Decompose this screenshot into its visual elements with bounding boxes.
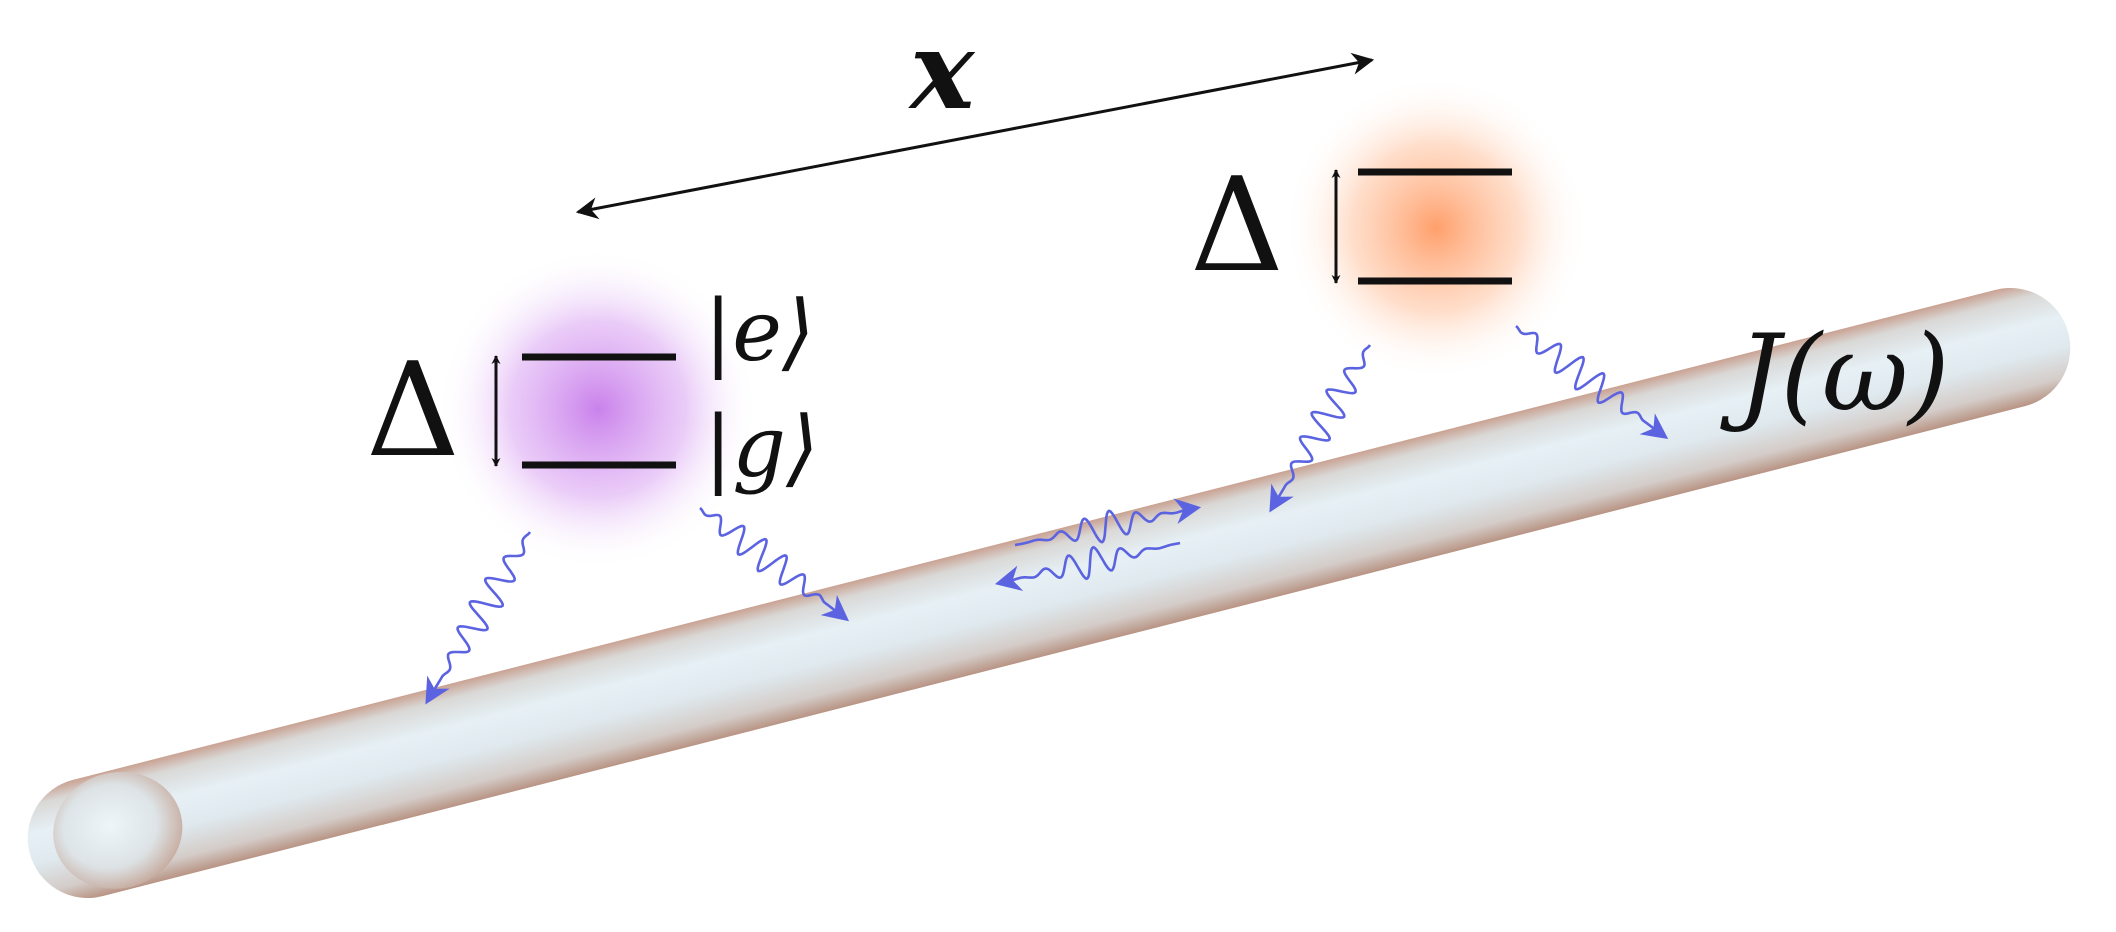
atom-right-gap-label: Δ (1190, 149, 1284, 301)
atom-right-glow (1284, 76, 1588, 380)
atom-left-glow (438, 249, 758, 569)
photon-exchange-backward (994, 541, 1181, 591)
photon-emission-right-a (1269, 344, 1372, 513)
ground-state-ket: |g⟩ (704, 398, 819, 496)
atom-left-gap-label: Δ (366, 334, 460, 486)
photon-emission-right-b (1515, 325, 1669, 440)
excited-state-ket: |e⟩ (704, 282, 815, 380)
photon-emission-left-a (425, 531, 532, 705)
waveguide-end-cap (53, 771, 183, 889)
bath-label: J(ω) (1720, 312, 1950, 435)
photon-emission-left-b (699, 507, 850, 622)
photon-exchange-forward (1014, 498, 1202, 547)
atom-right: Δ (1190, 76, 1588, 380)
photon-arrows (425, 325, 1669, 705)
waveguide-body (27, 287, 2071, 899)
waveguide (27, 287, 2071, 899)
separation-label: x (908, 8, 976, 134)
separation-arrow (575, 52, 1375, 220)
atom-left: Δ |e⟩ |g⟩ (366, 249, 819, 569)
